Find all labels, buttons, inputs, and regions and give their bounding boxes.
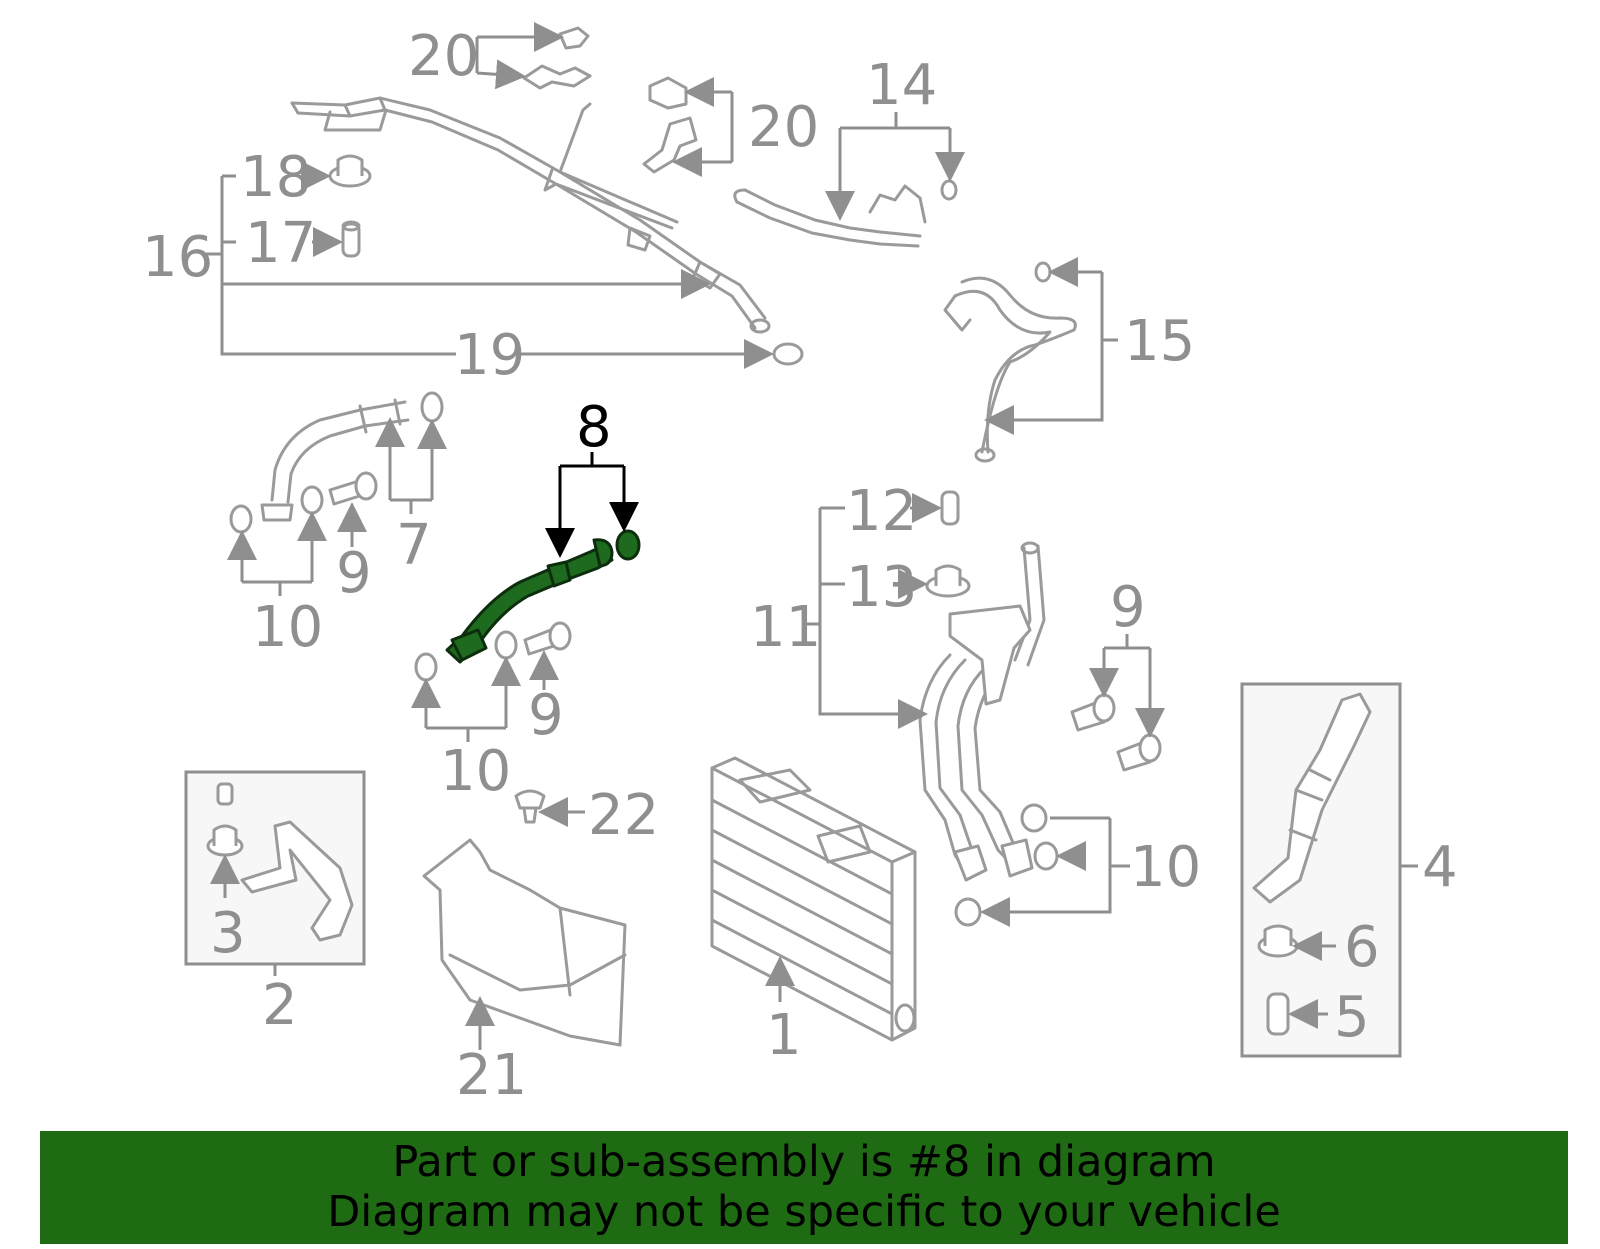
callout-3: 3 [210, 901, 246, 966]
callout-2: 2 [262, 973, 298, 1038]
part-10-o-ring [1033, 841, 1059, 871]
callout-6: 6 [1344, 915, 1380, 980]
callout-7: 7 [396, 513, 432, 578]
callout-12: 12 [846, 479, 917, 544]
part-10-o-ring [1020, 803, 1048, 833]
callout-9-upper: 9 [336, 541, 372, 606]
callout-9-lower: 9 [528, 683, 564, 748]
banner-line-2: Diagram may not be specific to your vehi… [327, 1187, 1281, 1237]
callout-9-right: 9 [1110, 575, 1146, 640]
part-18-grommet [328, 154, 372, 188]
part-9-bolt-lower [523, 621, 572, 656]
part-10-o-ring [300, 485, 324, 515]
callout-17: 17 [245, 211, 316, 276]
part-10-o-ring [494, 630, 518, 660]
part-9-bolt-upper [328, 471, 378, 506]
callout-8: 8 [576, 395, 612, 460]
callout-18: 18 [240, 145, 311, 210]
callout-15: 15 [1124, 309, 1195, 374]
leader-lines [206, 37, 1418, 1050]
callout-10-upper: 10 [252, 595, 323, 660]
callout-10-lower: 10 [440, 739, 511, 804]
callout-10-right: 10 [1130, 835, 1201, 900]
info-banner: Part or sub-assembly is #8 in diagram Di… [40, 1131, 1568, 1244]
callout-21: 21 [456, 1043, 527, 1108]
part-21-cover [422, 838, 627, 1047]
part-13-grommet [925, 564, 971, 598]
banner-line-1: Part or sub-assembly is #8 in diagram [392, 1137, 1216, 1187]
part-17-pin [341, 220, 361, 258]
part-10-o-ring [414, 652, 438, 682]
part-19-o-ring [772, 342, 804, 366]
part-22-clip [514, 789, 546, 824]
callout-11: 11 [750, 595, 821, 660]
part-20-bracket-right [642, 76, 698, 174]
callout-20-top: 20 [408, 24, 479, 89]
callout-22: 22 [588, 783, 659, 848]
part-1-oil-cooler [710, 756, 917, 1042]
callout-20-right: 20 [748, 95, 819, 160]
part-14-hose [733, 179, 958, 248]
leader-part-8 [560, 452, 639, 552]
part-15-hose [943, 261, 1077, 463]
part-16-cooler-pipe [290, 96, 771, 334]
callout-1: 1 [766, 1003, 802, 1068]
part-10-o-ring [954, 897, 982, 927]
callout-19: 19 [454, 323, 525, 388]
part-9-bolt-right [1070, 693, 1162, 772]
part-10-o-ring [229, 504, 253, 534]
assembly-4-box [1240, 682, 1402, 1058]
part-11-pipe-assembly [918, 541, 1046, 882]
part-12-pin [940, 490, 960, 526]
callout-16: 16 [142, 225, 213, 290]
callout-14: 14 [866, 53, 937, 118]
callout-5: 5 [1334, 985, 1370, 1050]
callout-13: 13 [846, 555, 917, 620]
callout-4: 4 [1422, 835, 1458, 900]
